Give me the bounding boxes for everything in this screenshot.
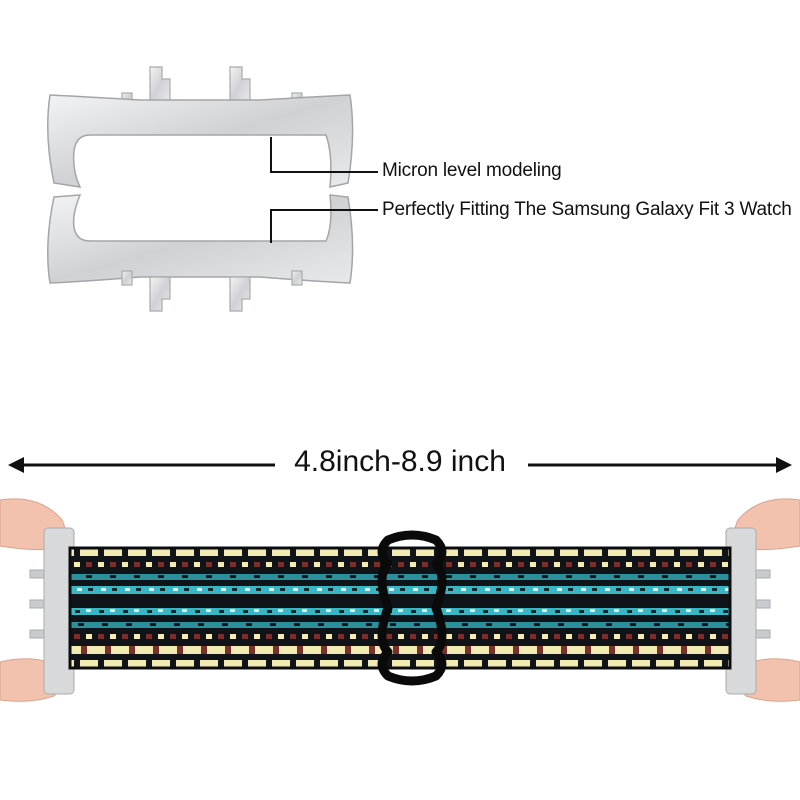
connector-frame-illustration xyxy=(47,66,354,312)
bottom-prongs xyxy=(121,270,303,312)
right-connector xyxy=(725,527,771,695)
left-connector xyxy=(29,527,75,695)
band-length-range: 4.8inch-8.9 inch xyxy=(294,445,506,478)
frame-lower-half xyxy=(47,194,354,284)
callout-2-leader-horizontal xyxy=(272,209,378,211)
frame-upper-half xyxy=(47,94,354,188)
adjustment-loop xyxy=(377,530,447,686)
band-illustration xyxy=(0,498,800,702)
callout-micron-modeling: Micron level modeling xyxy=(382,160,562,181)
callout-1-leader-vertical xyxy=(270,137,272,173)
dimension-arrow xyxy=(8,457,792,473)
callout-2-leader-vertical xyxy=(270,209,272,243)
callout-fit-galaxy-fit3: Perfectly Fitting The Samsung Galaxy Fit… xyxy=(382,199,792,220)
callout-1-leader-horizontal xyxy=(270,171,378,173)
woven-band xyxy=(68,546,732,670)
